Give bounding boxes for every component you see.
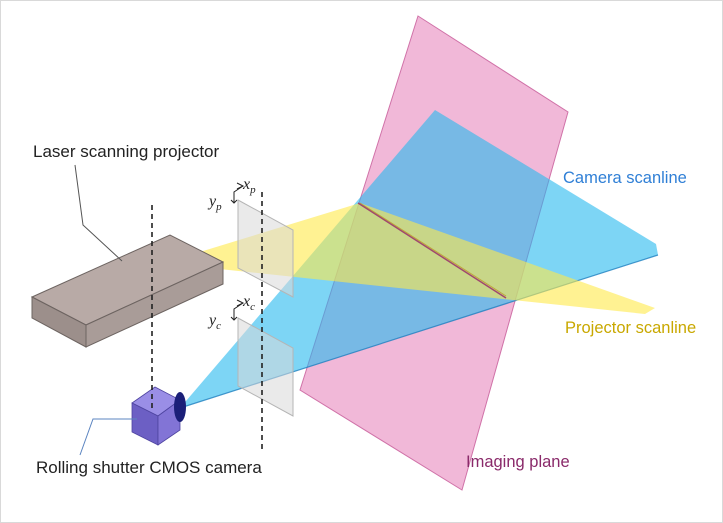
camera-y-axis-label: yc — [207, 312, 221, 332]
camera-image-plane — [237, 317, 294, 417]
projector-scanline-label: Projector scanline — [565, 319, 696, 337]
projector-leader-line — [74, 164, 123, 262]
projector-scanline-beam — [190, 203, 655, 314]
scanline-intersection — [357, 202, 507, 299]
projector-label: Laser scanning projector — [33, 142, 220, 161]
projector-beam-edge — [359, 202, 507, 297]
camera-scanline-label: Camera scanline — [563, 169, 687, 187]
projector-x-axis-label: xp — [242, 176, 256, 196]
projector-image-plane — [237, 199, 294, 298]
camera-axes-icon — [230, 299, 245, 321]
camera-x-axis-label: xc — [242, 293, 255, 313]
laser-projector — [30, 234, 225, 348]
projector-y-axis-label: yp — [207, 193, 222, 213]
projector-axes-icon — [230, 182, 245, 204]
camera-lens — [174, 392, 186, 422]
camera-label: Rolling shutter CMOS camera — [36, 458, 262, 477]
cmos-camera — [131, 386, 186, 446]
camera-leader-line — [79, 418, 137, 456]
imaging-plane-label: Imaging plane — [466, 453, 570, 471]
